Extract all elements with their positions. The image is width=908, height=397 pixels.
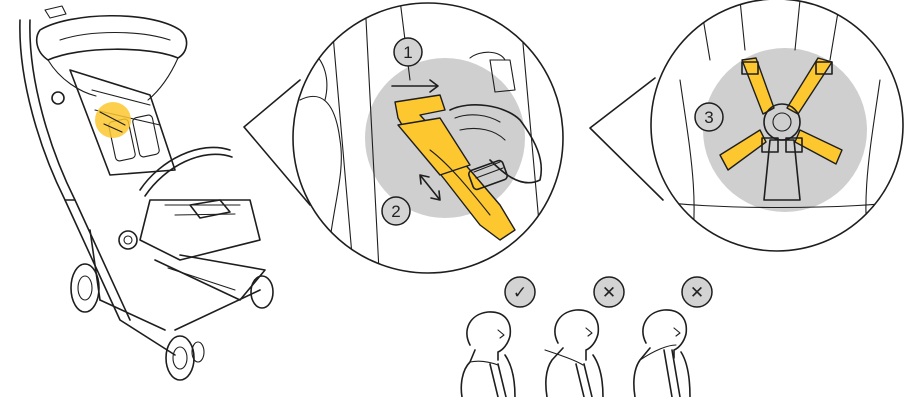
check-icon: ✓ [513,283,527,302]
child-strap-too-low [545,310,603,397]
incorrect-marker-1: ✕ [594,277,624,307]
cross-icon: ✕ [690,283,704,302]
svg-text:2: 2 [391,202,400,221]
step-1-badge: 1 [394,38,422,66]
rear-wheel [71,264,99,312]
stroller-illustration [20,6,273,380]
child-strap-too-high [634,310,690,397]
correct-marker: ✓ [505,277,535,307]
incorrect-marker-2: ✕ [682,277,712,307]
shoulder-strap-highlight [95,102,131,138]
step-3-badge: 3 [695,103,723,131]
callout-strap-adjust: 1 2 [244,0,575,290]
cross-icon: ✕ [602,283,616,302]
svg-text:3: 3 [704,108,713,127]
step-2-badge: 2 [382,197,410,225]
svg-text:1: 1 [403,43,412,62]
front-wheel [166,336,204,380]
child-correct-strap-height [461,312,515,397]
callout-harness-buckle: 3 [590,0,908,260]
